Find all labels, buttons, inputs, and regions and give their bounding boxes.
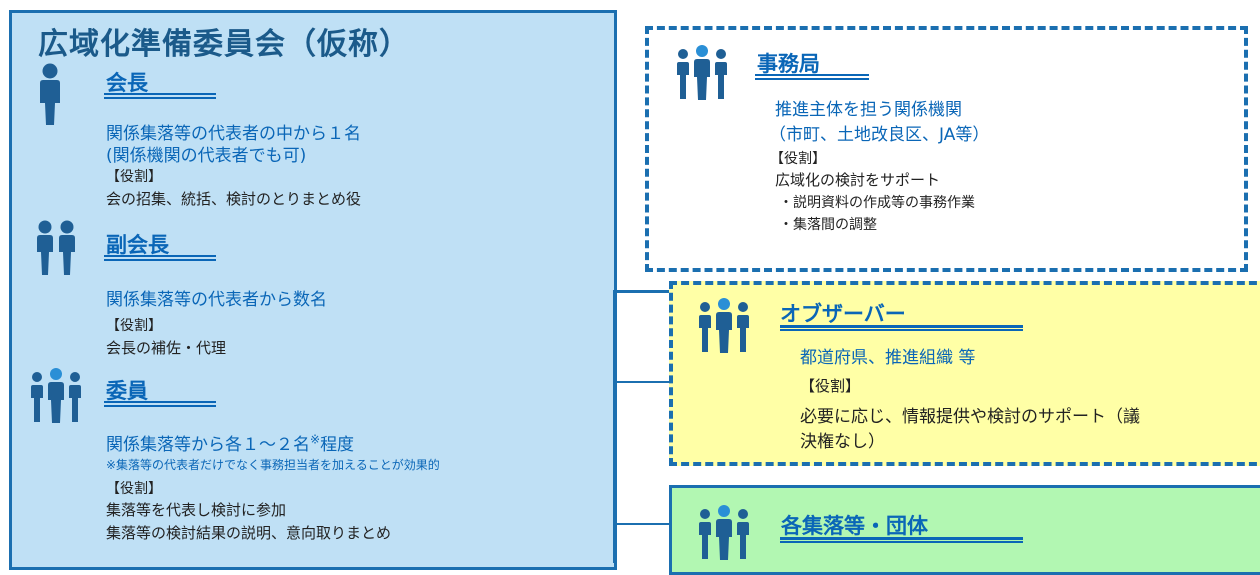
- vice-chair-heading: 副会長: [106, 233, 169, 257]
- chair-line1: 関係集落等の代表者の中から１名: [106, 124, 361, 144]
- secretariat-panel: [645, 26, 1248, 272]
- group-icon: [677, 45, 727, 100]
- groups-heading: 各集落等・団体: [781, 514, 928, 538]
- vice-chair-line1: 関係集落等の代表者から数名: [106, 290, 327, 310]
- members-line1: 関係集落等から各１～２名※程度: [106, 432, 355, 455]
- chair-line2: (関係機関の代表者でも可): [106, 146, 307, 166]
- chair-role-label: 【役割】: [106, 169, 162, 185]
- group-icon: [31, 368, 81, 423]
- group-icon: [699, 505, 749, 560]
- connector-vertical: [613, 290, 616, 563]
- members-note: ※集落等の代表者だけでなく事務担当者を加えることが効果的: [106, 458, 440, 472]
- secretariat-item2: ・集落間の調整: [779, 217, 877, 233]
- members-role-label: 【役割】: [106, 481, 162, 497]
- chair-underline: [104, 93, 216, 99]
- secretariat-underline: [755, 74, 869, 80]
- members-heading: 委員: [106, 379, 148, 403]
- members-role1: 集落等を代表し検討に参加: [106, 501, 287, 519]
- connector-groups: [613, 523, 669, 525]
- secretariat-item1: ・説明資料の作成等の事務作業: [779, 195, 975, 211]
- groups-underline: [780, 537, 1023, 543]
- members-role2: 集落等の検討結果の説明、意向取りまとめ: [106, 524, 392, 542]
- secretariat-line2: （市町、土地改良区、JA等）: [769, 125, 990, 145]
- secretariat-role-label: 【役割】: [770, 151, 826, 167]
- two-people-icon: [37, 220, 75, 275]
- observer-role2: 決権なし）: [800, 432, 885, 452]
- committee-panel: [9, 10, 617, 570]
- groups-panel: [669, 485, 1260, 575]
- vice-chair-underline: [104, 255, 216, 261]
- chair-heading: 会長: [106, 71, 148, 95]
- observer-heading: オブザーバー: [780, 302, 906, 326]
- chair-role: 会の招集、統括、検討のとりまとめ役: [106, 190, 362, 208]
- secretariat-role: 広域化の検討をサポート: [775, 171, 941, 189]
- secretariat-line1: 推進主体を担う関係機関: [775, 100, 962, 120]
- vice-chair-role-label: 【役割】: [106, 318, 162, 334]
- observer-role1: 必要に応じ、情報提供や検討のサポート（議: [800, 407, 1140, 427]
- committee-title: 広域化準備委員会（仮称）: [38, 27, 410, 62]
- observer-panel: [669, 281, 1260, 466]
- observer-underline: [780, 325, 1023, 331]
- connector-observer: [613, 381, 669, 383]
- members-underline: [104, 401, 216, 407]
- observer-role-label: 【役割】: [800, 377, 861, 395]
- group-icon: [699, 298, 749, 353]
- person-icon: [40, 63, 60, 125]
- vice-chair-role: 会長の補佐・代理: [106, 339, 227, 357]
- secretariat-heading: 事務局: [757, 52, 820, 76]
- observer-line1: 都道府県、推進組織 等: [800, 348, 976, 368]
